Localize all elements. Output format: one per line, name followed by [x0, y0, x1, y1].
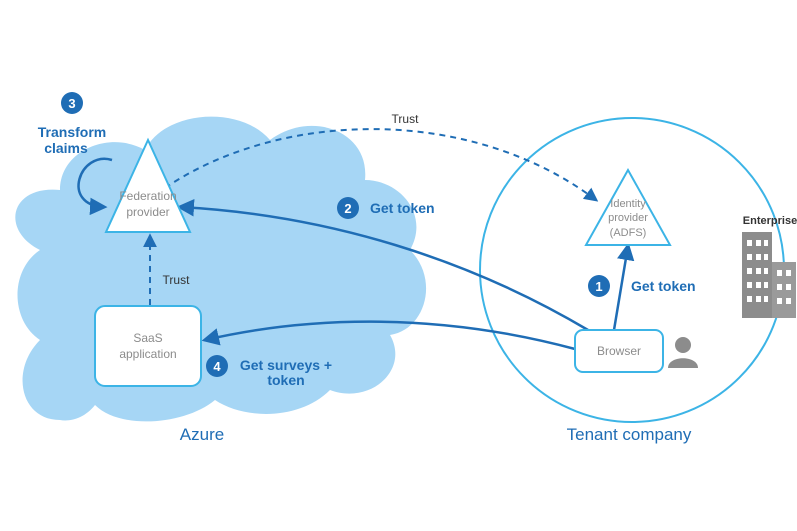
- federation-provider[interactable]: Federation provider: [104, 137, 192, 233]
- step-3-label-line-1: Transform: [38, 124, 106, 140]
- building-icon: [742, 232, 796, 318]
- step-1-label: Get token: [631, 278, 696, 294]
- step-2-badge: 2: [337, 197, 359, 219]
- identity-provider-line-1: Identity: [610, 198, 646, 210]
- step-4-number: 4: [213, 359, 221, 374]
- step-4-label-line-2: token: [267, 372, 304, 388]
- identity-provider-line-3: (ADFS): [610, 227, 647, 239]
- azure-label: Azure: [180, 425, 224, 444]
- identity-provider[interactable]: Identity provider (ADFS): [584, 167, 672, 246]
- tenant-circle: [479, 117, 785, 423]
- tenant-company-label: Tenant company: [567, 425, 692, 444]
- trust-connector-top: [164, 128, 599, 202]
- transform-claims-loop: [77, 157, 113, 216]
- browser-box[interactable]: Browser: [574, 329, 664, 373]
- identity-provider-line-2: provider: [608, 212, 648, 224]
- federation-provider-line-1: Federation: [119, 189, 176, 203]
- user-icon: [668, 337, 698, 368]
- get-surveys-connector: [201, 320, 576, 351]
- step-2-label: Get token: [370, 200, 435, 216]
- saas-application-line-2: application: [119, 347, 176, 361]
- browser-label: Browser: [597, 344, 641, 358]
- get-token-2-connector: [176, 199, 589, 332]
- step-3-number: 3: [68, 96, 75, 111]
- get-token-1-connector: [612, 242, 635, 331]
- step-3-label-line-2: claims: [44, 140, 88, 156]
- trust-label-top: Trust: [392, 112, 420, 126]
- federation-provider-line-2: provider: [126, 205, 169, 219]
- trust-label-left: Trust: [163, 273, 191, 287]
- saas-application-box[interactable]: SaaS application: [94, 305, 202, 387]
- step-2-number: 2: [344, 201, 351, 216]
- enterprise-label: Enterprise: [743, 215, 797, 227]
- saas-application-line-1: SaaS: [133, 331, 162, 345]
- step-1-number: 1: [595, 279, 602, 294]
- step-4-badge: 4: [206, 355, 228, 377]
- step-3-badge: 3: [61, 92, 83, 114]
- step-4-label-line-1: Get surveys +: [240, 357, 332, 373]
- step-1-badge: 1: [588, 275, 610, 297]
